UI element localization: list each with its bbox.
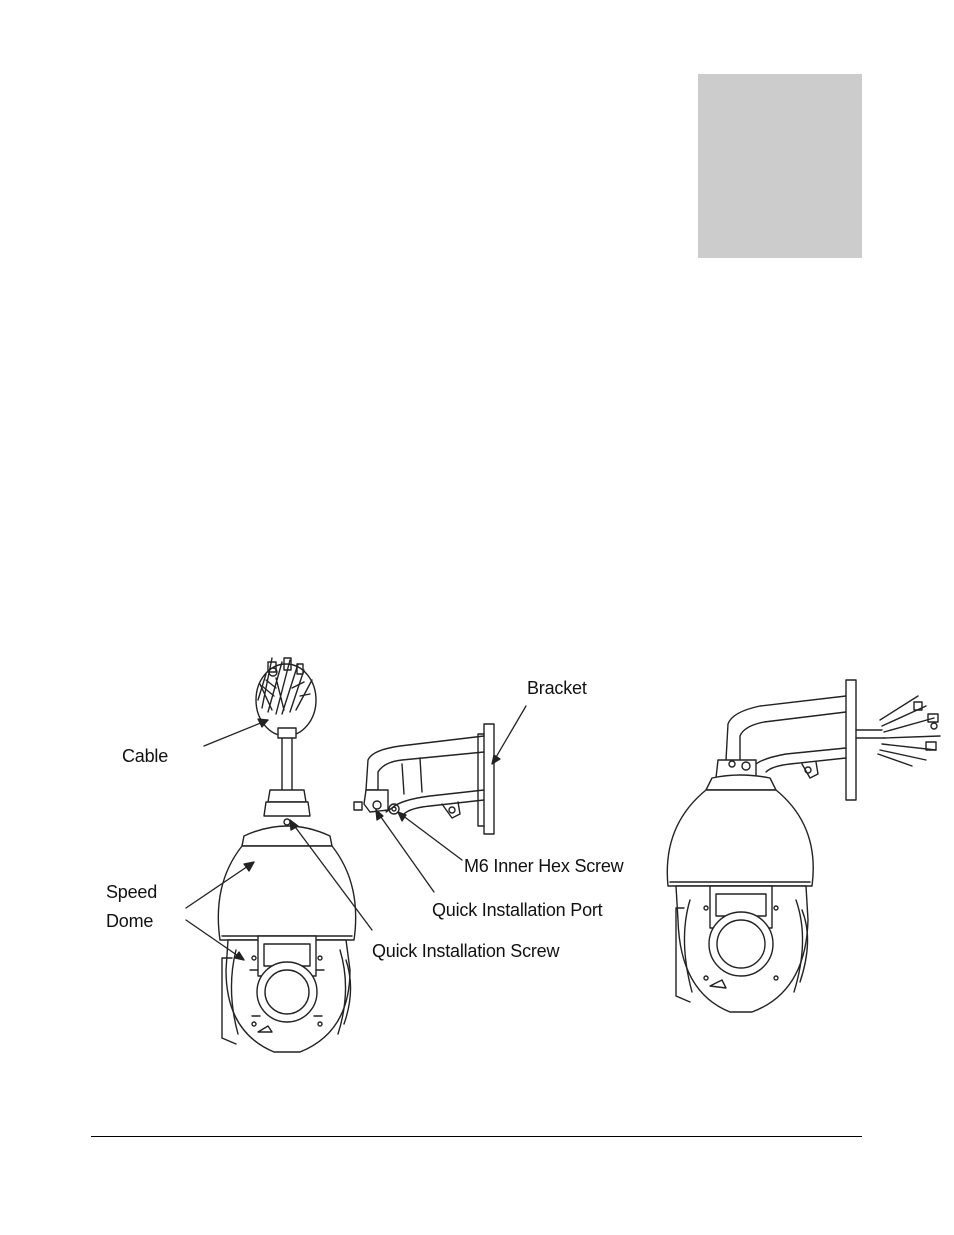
installation-figure: Cable Speed Dome Bracket M6 Inner Hex Sc… [0, 640, 954, 1070]
callout-quick-installation-port: Quick Installation Port [432, 899, 602, 921]
footer-rule [91, 1136, 862, 1137]
speed-dome-left [218, 658, 355, 1052]
callout-speed-dome-line2: Dome [106, 910, 153, 932]
bracket-middle [354, 724, 494, 834]
callout-m6-inner-hex-screw: M6 Inner Hex Screw [464, 855, 623, 877]
callout-speed-dome-line1: Speed [106, 881, 157, 903]
callout-cable: Cable [122, 745, 168, 767]
assembled-right [667, 680, 940, 1012]
chapter-tab-block [698, 74, 862, 258]
callout-bracket: Bracket [527, 677, 587, 699]
callout-quick-installation-screw: Quick Installation Screw [372, 940, 559, 962]
